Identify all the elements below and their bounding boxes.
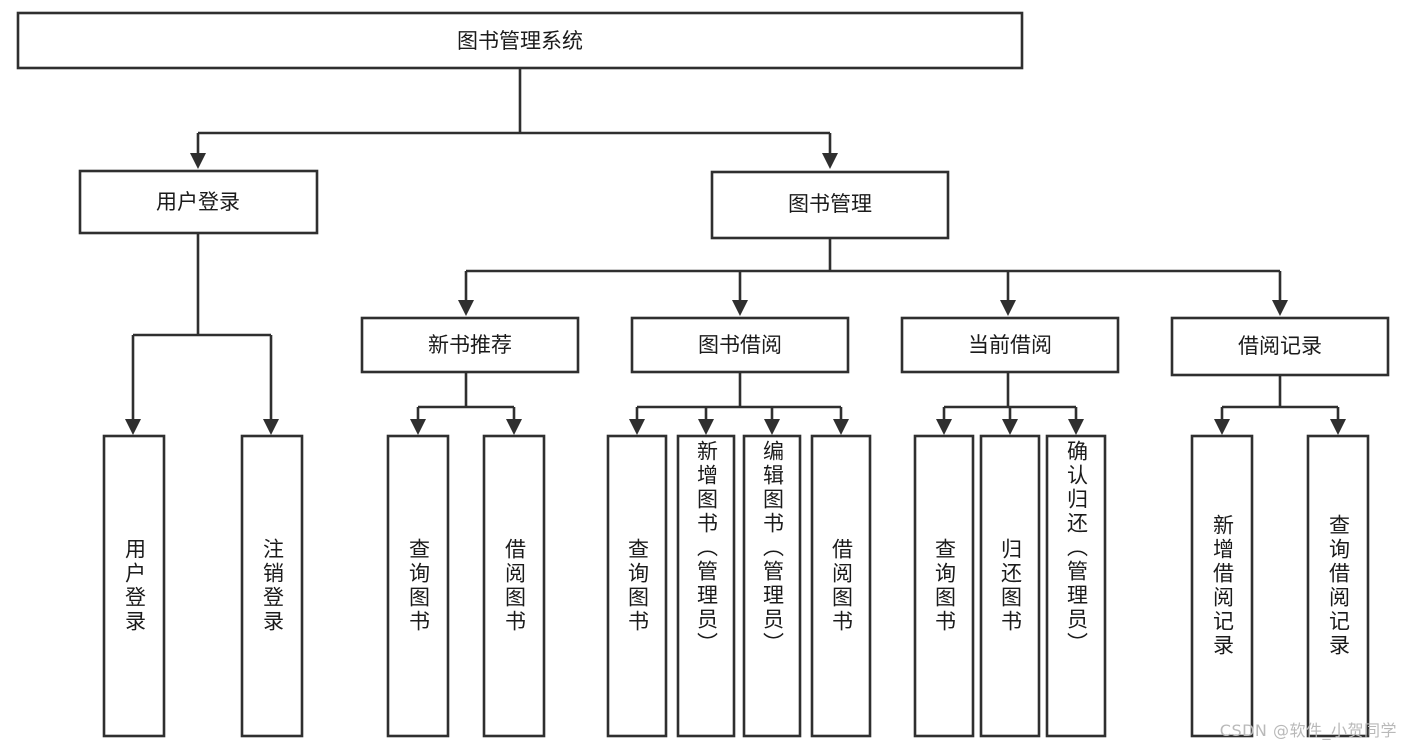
- arrow-to-current-borrow: [1000, 300, 1016, 316]
- edge-new-book-rec-to-leaves: [410, 372, 522, 435]
- node-root[interactable]: 图书管理系统: [16, 11, 1024, 70]
- arrow-to-leaf-edit-book-admin: [764, 419, 780, 435]
- arrow-to-borrow-record: [1272, 300, 1288, 316]
- node-user-login[interactable]: 用户登录: [78, 169, 319, 235]
- leaf-node-borrow-book-b[interactable]: [810, 434, 872, 738]
- edge-user-login-to-leaves: [125, 233, 279, 435]
- node-borrow-record-label: 借阅记录: [1238, 334, 1322, 358]
- arrow-to-leaf-add-borrow-record: [1214, 419, 1230, 435]
- arrow-to-user-login: [190, 153, 206, 169]
- arrow-to-leaf-borrow-book-a: [506, 419, 522, 435]
- edge-root-to-level2: [190, 68, 838, 169]
- arrow-to-new-book-rec: [458, 300, 474, 316]
- arrow-to-leaf-borrow-book-b: [833, 419, 849, 435]
- arrow-to-book-manage: [822, 153, 838, 169]
- node-book-borrow[interactable]: 图书借阅: [630, 316, 850, 374]
- edge-borrow-record-to-leaves: [1214, 375, 1346, 435]
- arrow-to-book-borrow: [732, 300, 748, 316]
- leaf-node-borrow-book-a[interactable]: [482, 434, 546, 738]
- node-new-book-rec-label: 新书推荐: [428, 333, 512, 357]
- arrow-to-leaf-query-borrow-record: [1330, 419, 1346, 435]
- arrow-to-leaf-logout: [263, 419, 279, 435]
- node-book-borrow-label: 图书借阅: [698, 333, 782, 357]
- leaf-node-logout[interactable]: [240, 434, 304, 738]
- node-book-manage[interactable]: 图书管理: [710, 170, 950, 240]
- edge-current-borrow-to-leaves: [936, 372, 1084, 435]
- node-current-borrow[interactable]: 当前借阅: [900, 316, 1120, 374]
- leaf-node-confirm-return-admin[interactable]: [1045, 434, 1107, 738]
- node-root-label: 图书管理系统: [457, 29, 583, 53]
- leaf-node-query-book-b[interactable]: [606, 434, 668, 738]
- edge-book-borrow-to-leaves: [629, 372, 849, 435]
- leaf-node-add-book-admin[interactable]: [676, 434, 736, 738]
- arrow-to-leaf-add-book-admin: [698, 419, 714, 435]
- leaf-node-user-login[interactable]: [102, 434, 166, 738]
- node-borrow-record[interactable]: 借阅记录: [1170, 316, 1390, 377]
- node-current-borrow-label: 当前借阅: [968, 333, 1052, 357]
- arrow-to-leaf-confirm-return-admin: [1068, 419, 1084, 435]
- arrow-to-leaf-query-book-c: [936, 419, 952, 435]
- leaf-node-return-book[interactable]: [979, 434, 1041, 738]
- arrow-to-leaf-return-book: [1002, 419, 1018, 435]
- arrow-to-leaf-user-login: [125, 419, 141, 435]
- leaf-node-query-book-a[interactable]: [386, 434, 450, 738]
- leaf-node-query-borrow-record[interactable]: [1306, 434, 1370, 738]
- leaf-node-add-borrow-record[interactable]: [1190, 434, 1254, 738]
- arrow-to-leaf-query-book-a: [410, 419, 426, 435]
- node-new-book-rec[interactable]: 新书推荐: [360, 316, 580, 374]
- node-book-manage-label: 图书管理: [788, 192, 872, 216]
- node-user-login-label: 用户登录: [156, 190, 240, 214]
- edge-book-manage-to-level3: [458, 238, 1288, 316]
- arrow-to-leaf-query-book-b: [629, 419, 645, 435]
- leaf-node-query-book-c[interactable]: [913, 434, 975, 738]
- leaf-node-edit-book-admin[interactable]: [742, 434, 802, 738]
- watermark: CSDN @软件_小贺同学: [1219, 721, 1397, 740]
